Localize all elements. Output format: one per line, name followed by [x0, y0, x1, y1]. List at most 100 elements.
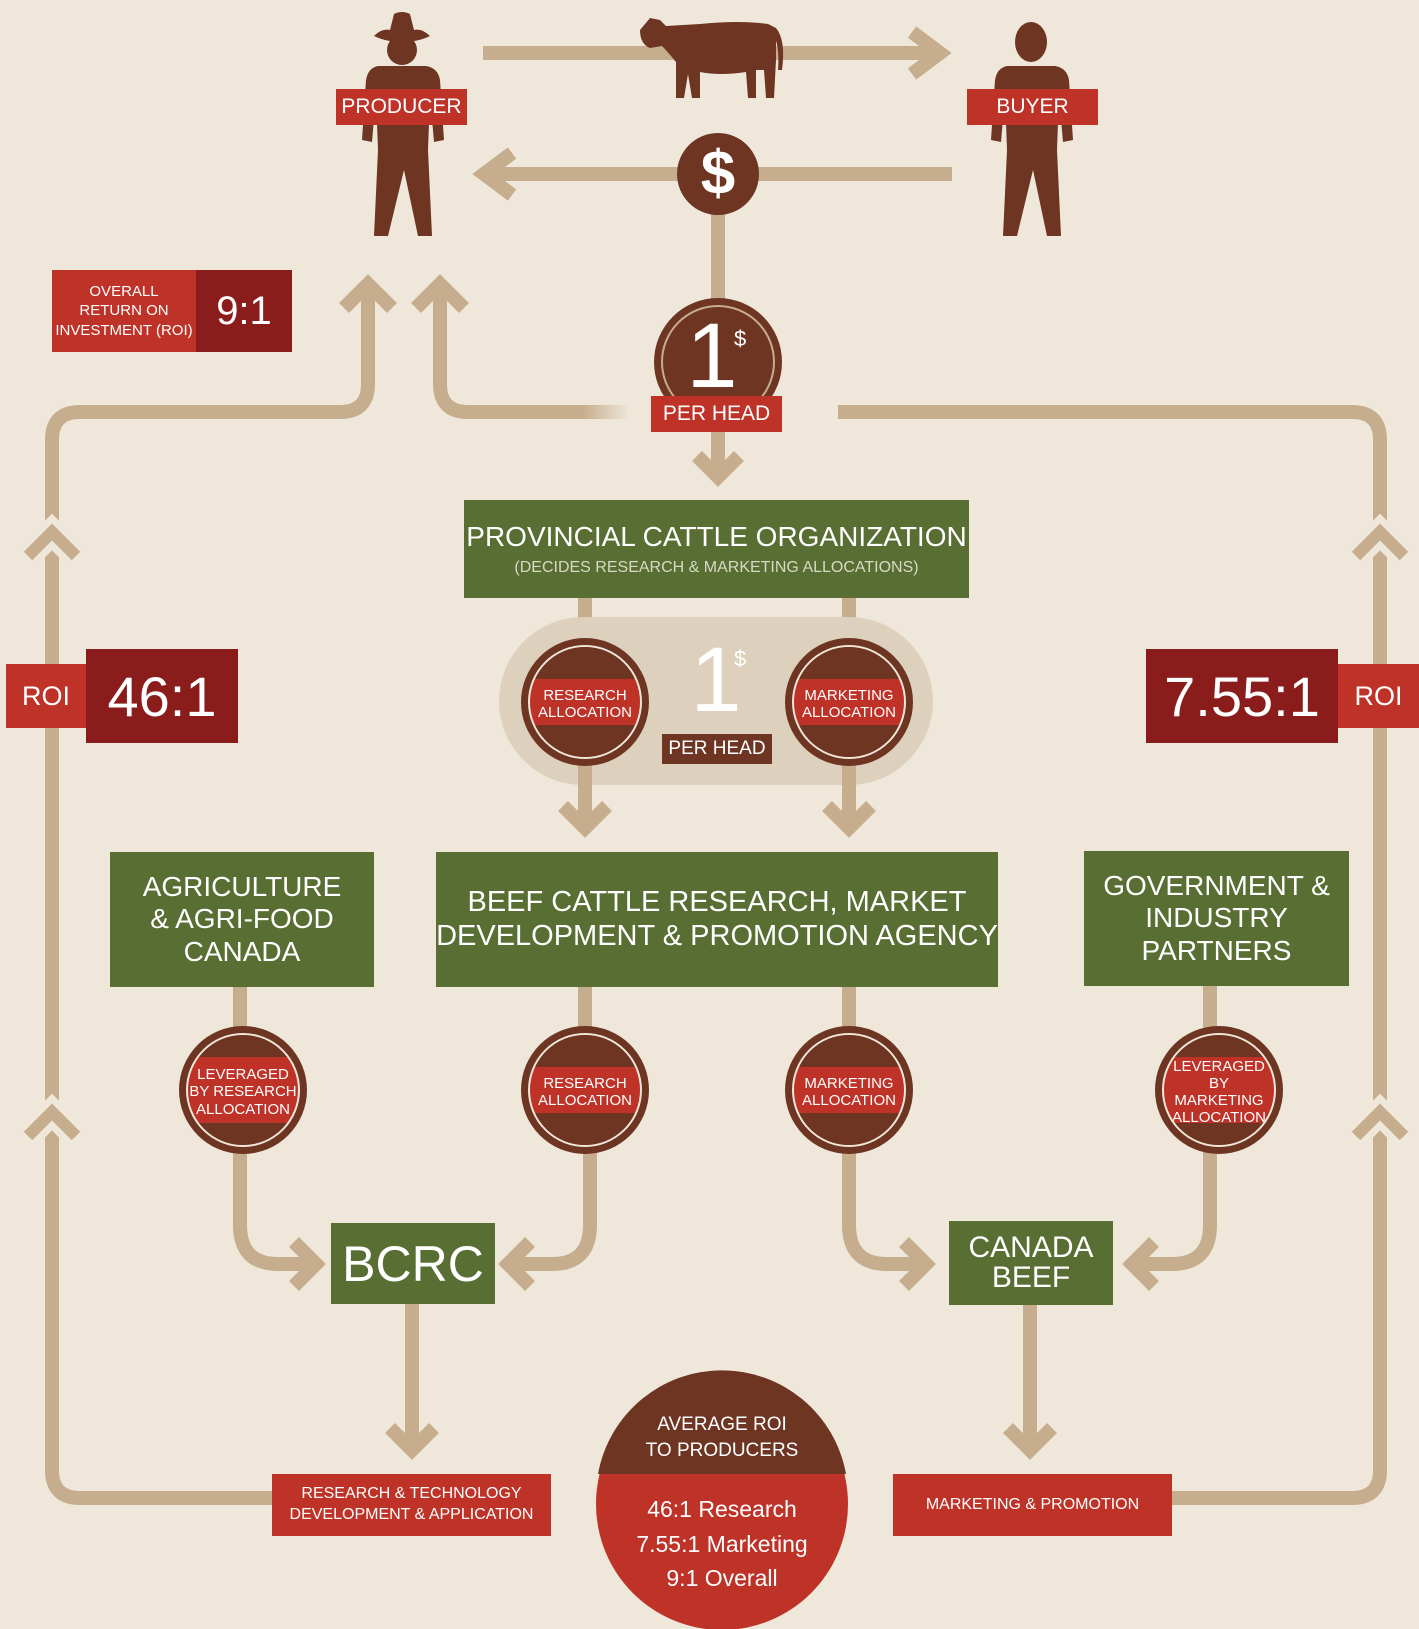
overall-return-line — [433, 290, 630, 419]
average-roi-research: 46:1 Research — [647, 1496, 797, 1522]
marketing-roi-value: 7.55:1 — [1146, 649, 1338, 743]
provincial-cattle-organization: PROVINCIAL CATTLE ORGANIZATION (DECIDES … — [464, 500, 969, 598]
levy-down-arrow — [692, 430, 744, 487]
marketing-return-loop — [838, 405, 1387, 1505]
partners-line1: GOVERNMENT & — [1103, 869, 1330, 901]
aafc-line2: & AGRI-FOOD — [150, 903, 334, 935]
marketing-alloc-line1: MARKETING — [804, 1074, 894, 1092]
aafc-to-bcrc-arrow — [233, 1150, 312, 1271]
left-up-arrow-1 — [23, 523, 81, 561]
cow-icon — [640, 18, 784, 98]
buyer-label-text: BUYER — [996, 95, 1069, 118]
marketing-roi-label-text: ROI — [1354, 680, 1403, 711]
leveraged-marketing-circle: LEVERAGED BY MARKETING ALLOCATION — [1155, 1026, 1283, 1154]
leveraged-research-circle: LEVERAGED BY RESEARCH ALLOCATION — [179, 1026, 307, 1154]
marketing-outcome-text: MARKETING & PROMOTION — [925, 1496, 1140, 1513]
producer-label-text: PRODUCER — [341, 95, 462, 118]
split-sup-text: $ — [734, 646, 747, 671]
levy-sup-text: $ — [734, 326, 747, 351]
dollar-symbol: $ — [700, 139, 736, 208]
split-research-line2: ALLOCATION — [538, 704, 632, 721]
overall-roi-value-text: 9:1 — [216, 288, 272, 333]
provincial-title: PROVINCIAL CATTLE ORGANIZATION — [466, 521, 967, 552]
levy-unit-text: PER HEAD — [662, 402, 771, 425]
marketing-roi-value-text: 7.55:1 — [1164, 664, 1320, 728]
research-outcome-box: RESEARCH & TECHNOLOGY DEVELOPMENT & APPL… — [272, 1474, 551, 1536]
average-roi-title-line1: AVERAGE ROI — [657, 1414, 787, 1435]
agency-line2: DEVELOPMENT & PROMOTION AGENCY — [436, 919, 998, 952]
lev-marketing-line3: ALLOCATION — [1172, 1109, 1266, 1127]
right-up-arrow-2 — [1351, 1103, 1409, 1141]
canadabeef-down-arrow — [1003, 1423, 1057, 1460]
levy-superscript: $ — [734, 326, 746, 352]
partners-line3: PARTNERS — [1141, 934, 1292, 966]
canada-beef-box: CANADA BEEF — [949, 1221, 1113, 1305]
dollar-icon: $ — [677, 138, 759, 210]
levy-per-head-label: PER HEAD — [651, 396, 782, 432]
provincial-subtitle: (DECIDES RESEARCH & MARKETING ALLOCATION… — [514, 559, 919, 576]
aafc-line1: AGRICULTURE — [142, 870, 342, 902]
average-roi-circle — [596, 1370, 848, 1629]
research-return-loop — [45, 290, 375, 1505]
agency-box: BEEF CATTLE RESEARCH, MARKET DEVELOPMENT… — [436, 852, 998, 987]
split-marketing-line2: ALLOCATION — [802, 704, 896, 721]
overall-roi-line1: OVERALL — [89, 282, 159, 300]
research-roi-value-text: 46:1 — [107, 664, 217, 728]
split-superscript: $ — [734, 646, 746, 672]
lev-marketing-line1: LEVERAGED — [1173, 1057, 1265, 1075]
dollar-circle — [677, 133, 759, 215]
return-arrowhead-1 — [339, 274, 397, 313]
agency-to-bcrc-arrow — [512, 1150, 597, 1271]
split-per-head-label: PER HEAD — [662, 734, 772, 764]
lev-research-line1: LEVERAGED — [197, 1066, 289, 1084]
lev-research-line3: ALLOCATION — [196, 1100, 290, 1118]
average-roi-overall: 9:1 Overall — [666, 1565, 778, 1591]
producer-label: PRODUCER — [336, 89, 467, 125]
average-roi-values: 46:1 Research 7.55:1 Marketing 9:1 Overa… — [602, 1492, 842, 1596]
marketing-alloc-line2: ALLOCATION — [802, 1092, 896, 1109]
right-up-arrow-1 — [1351, 523, 1409, 561]
canada-beef-line1: CANADA — [968, 1231, 1094, 1264]
canada-beef-line2: BEEF — [991, 1261, 1071, 1294]
lev-research-line2: BY RESEARCH — [189, 1083, 297, 1101]
partners-to-canadabeef-arrow — [1136, 1150, 1217, 1271]
overall-roi-line2: RETURN ON — [79, 302, 169, 320]
buyer-figure-icon — [991, 22, 1073, 236]
research-outcome-line1: RESEARCH & TECHNOLOGY — [301, 1485, 522, 1503]
research-alloc-line2: ALLOCATION — [538, 1092, 632, 1109]
marketing-outcome-box: MARKETING & PROMOTION — [893, 1474, 1172, 1536]
bcrc-down-arrow — [385, 1423, 439, 1460]
aafc-line3: CANADA — [183, 935, 301, 967]
overall-roi-value: 9:1 — [196, 270, 292, 352]
split-marketing-arrow — [822, 760, 876, 838]
overall-roi-line3: INVESTMENT (ROI) — [55, 321, 193, 339]
split-research-arrow — [558, 760, 612, 838]
average-roi-marketing: 7.55:1 Marketing — [636, 1530, 808, 1557]
aafc-box: AGRICULTURE & AGRI-FOOD CANADA — [110, 852, 374, 987]
partners-line2: INDUSTRY — [1145, 902, 1288, 934]
split-research-line1: RESEARCH — [543, 686, 627, 704]
agency-line1: BEEF CATTLE RESEARCH, MARKET — [467, 885, 967, 918]
split-amount-number: 1 — [690, 629, 742, 731]
lev-marketing-line2: BY MARKETING — [1174, 1074, 1264, 1109]
research-roi-value: 46:1 — [86, 649, 238, 743]
research-alloc-line1: RESEARCH — [543, 1074, 627, 1092]
levy-amount: 1 — [682, 306, 742, 406]
research-outcome-line2: DEVELOPMENT & APPLICATION — [289, 1506, 534, 1523]
split-unit-text: PER HEAD — [668, 738, 766, 759]
split-amount: 1 — [686, 630, 746, 730]
research-roi-label: ROI — [6, 664, 86, 728]
agency-to-canadabeef-arrow — [842, 1150, 922, 1271]
levy-circle — [654, 298, 782, 426]
average-roi-title: AVERAGE ROI TO PRODUCERS — [612, 1412, 832, 1463]
bcrc-text: BCRC — [342, 1235, 484, 1292]
levy-number: 1 — [686, 305, 738, 407]
marketing-roi-label: ROI — [1338, 664, 1419, 728]
overall-roi-label: OVERALL RETURN ON INVESTMENT (ROI) — [52, 270, 196, 352]
research-roi-label-text: ROI — [21, 680, 70, 711]
bcrc-box: BCRC — [331, 1223, 495, 1304]
